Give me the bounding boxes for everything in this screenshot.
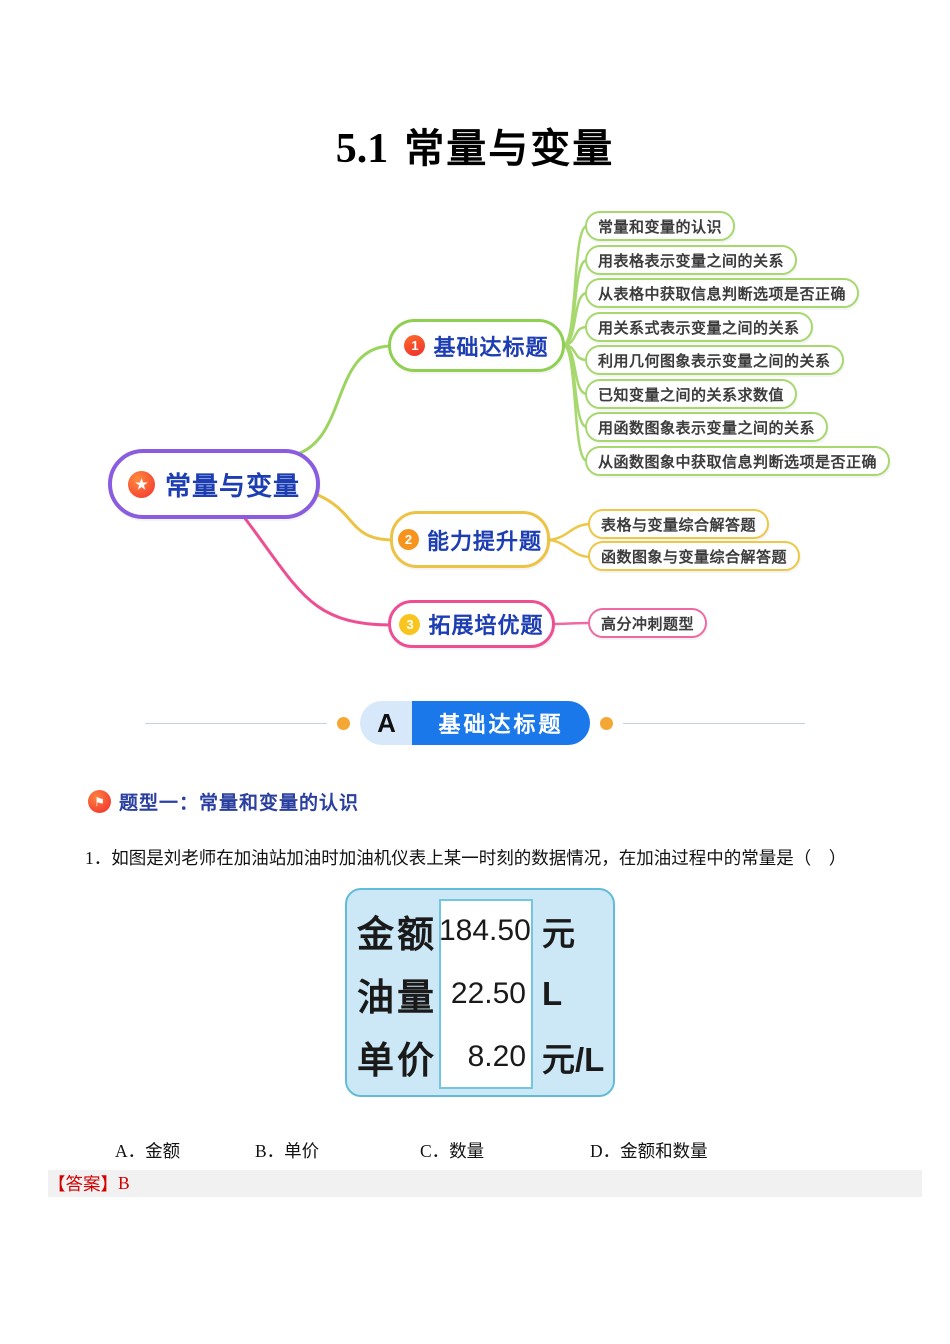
meter-label: 单价	[357, 1040, 437, 1082]
option-a: A．金额	[115, 1141, 181, 1161]
option-b: B．单价	[255, 1141, 320, 1161]
question-number: 1．	[85, 848, 112, 868]
banner-pill: A 基础达标题	[360, 701, 590, 745]
meter-unit: L	[542, 974, 563, 1012]
options-row: A．金额 B．单价 C．数量 D．金额和数量	[85, 1138, 905, 1163]
mindmap-connectors	[242, 224, 593, 627]
badge-2-icon: 2	[397, 529, 419, 550]
banner-dot-right-icon	[599, 716, 613, 730]
meter-grid: 金额 184.50 元 油量 22.50 L 单价 8.20 元/L	[347, 899, 613, 1089]
star-icon: ★	[127, 470, 155, 498]
meter-label: 金额	[357, 913, 437, 955]
title-number: 5.1	[335, 126, 389, 172]
page-title: 5.1 常量与变量	[0, 116, 950, 174]
meter-value: 8.20	[467, 1040, 526, 1074]
section-banner: A 基础达标题	[0, 701, 950, 745]
mindmap-leaf: 高分冲刺题型	[588, 608, 708, 638]
branch-label: 基础达标题	[433, 334, 549, 360]
meter-unit: 元	[542, 914, 575, 952]
mindmap-branch-advanced: 3 拓展培优题	[388, 600, 555, 648]
badge-3-icon: 3	[399, 613, 421, 635]
mindmap-branch-basic: 1 基础达标题	[388, 319, 565, 372]
mindmap-leaf: 常量和变量的认识	[585, 211, 736, 241]
mindmap-leaf: 从表格中获取信息判断选项是否正确	[585, 278, 860, 308]
meter-inner-box	[439, 899, 533, 1089]
meter-unit: 元/L	[542, 1041, 605, 1079]
flag-icon: ⚑	[88, 790, 111, 813]
banner-dot-left-icon	[337, 716, 351, 730]
mindmap: ★ 常量与变量 1 基础达标题 2 能力提升题 3 拓展培优题 常量和变量的认识…	[0, 195, 950, 675]
root-label: 常量与变量	[164, 470, 300, 501]
branch-label: 拓展培优题	[428, 613, 544, 638]
meter-value: 184.50	[439, 913, 531, 947]
banner-line-right	[622, 722, 805, 724]
meter-value: 22.50	[450, 976, 526, 1010]
banner-line-left	[145, 722, 328, 724]
mindmap-leaf: 从函数图象中获取信息判断选项是否正确	[585, 446, 891, 476]
mindmap-leaf: 表格与变量综合解答题	[588, 509, 770, 539]
mindmap-root-node: ★ 常量与变量	[108, 449, 320, 519]
title-text: 常量与变量	[404, 127, 615, 171]
badge-1-icon: 1	[404, 335, 426, 356]
topic-heading: ⚑ 题型一：常量和变量的认识	[88, 788, 359, 815]
answer-label: 【答案】	[48, 1174, 118, 1194]
meter-label: 油量	[357, 976, 437, 1018]
mindmap-branch-ability: 2 能力提升题	[390, 511, 550, 568]
mindmap-leaf: 已知变量之间的关系求数值	[585, 379, 798, 409]
answer-bar: 【答案】B	[48, 1170, 922, 1197]
mindmap-leaf: 用表格表示变量之间的关系	[585, 245, 798, 275]
question-body: 如图是刘老师在加油站加油时加油机仪表上某一时刻的数据情况，在加油过程中的常量是（…	[111, 848, 847, 868]
mindmap-leaf: 函数图象与变量综合解答题	[588, 541, 801, 571]
mindmap-leaf: 利用几何图象表示变量之间的关系	[585, 345, 844, 375]
branch-label: 能力提升题	[426, 528, 542, 554]
banner-letter: A	[360, 701, 413, 745]
answer-value: B	[118, 1173, 130, 1193]
fuel-meter-figure: 金额 184.50 元 油量 22.50 L 单价 8.20 元/L	[345, 888, 615, 1097]
mindmap-leaf: 用函数图象表示变量之间的关系	[585, 412, 829, 442]
mindmap-leaf: 用关系式表示变量之间的关系	[585, 312, 813, 342]
question-text: 1．如图是刘老师在加油站加油时加油机仪表上某一时刻的数据情况，在加油过程中的常量…	[85, 845, 885, 871]
option-d: D．金额和数量	[590, 1141, 708, 1161]
option-c: C．数量	[420, 1141, 485, 1161]
banner-label: 基础达标题	[412, 701, 590, 745]
topic-heading-label: 题型一：常量和变量的认识	[119, 793, 360, 814]
